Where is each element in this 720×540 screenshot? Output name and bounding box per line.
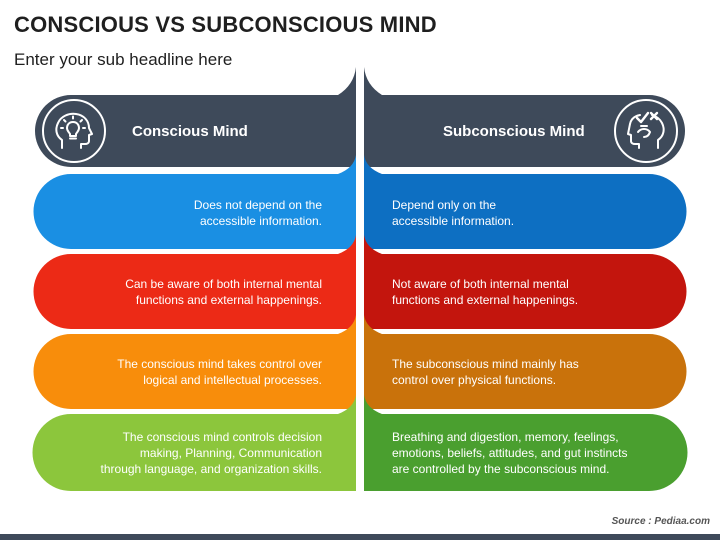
right-header-shape — [364, 67, 685, 167]
right-icon-circle — [614, 99, 678, 163]
right-row-shape-2 — [364, 235, 687, 329]
left-row-shape-1 — [33, 155, 357, 249]
left-row-shape-2 — [33, 235, 357, 329]
right-row-text-3: The subconscious mind mainly has control… — [392, 357, 579, 387]
left-icon-circle — [42, 99, 106, 163]
left-row-shape-3 — [33, 315, 357, 409]
left-header-shape — [35, 67, 356, 167]
page-subtitle: Enter your sub headline here — [14, 50, 233, 69]
left-row-text-2: Can be aware of both internal mental fun… — [125, 277, 322, 307]
right-row-shape-1 — [364, 155, 687, 249]
right-heading: Subconscious Mind — [443, 123, 585, 140]
left-row-shape-4 — [32, 395, 356, 491]
left-row-text-1: Does not depend on the accessible inform… — [193, 198, 322, 228]
left-row-text-4: The conscious mind controls decision mak… — [100, 430, 322, 476]
right-row-text-2: Not aware of both internal mental functi… — [392, 277, 579, 307]
page-title: CONSCIOUS VS SUBCONSCIOUS MIND — [14, 12, 437, 37]
right-row-text-4: Breathing and digestion, memory, feeling… — [392, 430, 628, 476]
bottom-bar — [0, 534, 720, 540]
source-note: Source : Pediaa.com — [611, 516, 710, 527]
right-row-shape-3 — [364, 315, 687, 409]
head-lightbulb-icon — [47, 104, 101, 158]
right-row-shape-4 — [364, 395, 688, 491]
left-row-text-3: The conscious mind takes control over lo… — [117, 357, 322, 387]
row-shapes — [32, 155, 688, 491]
head-check-cross-icon — [619, 104, 673, 158]
left-heading: Conscious Mind — [132, 123, 248, 140]
right-row-text-1: Depend only on the accessible informatio… — [392, 198, 515, 228]
